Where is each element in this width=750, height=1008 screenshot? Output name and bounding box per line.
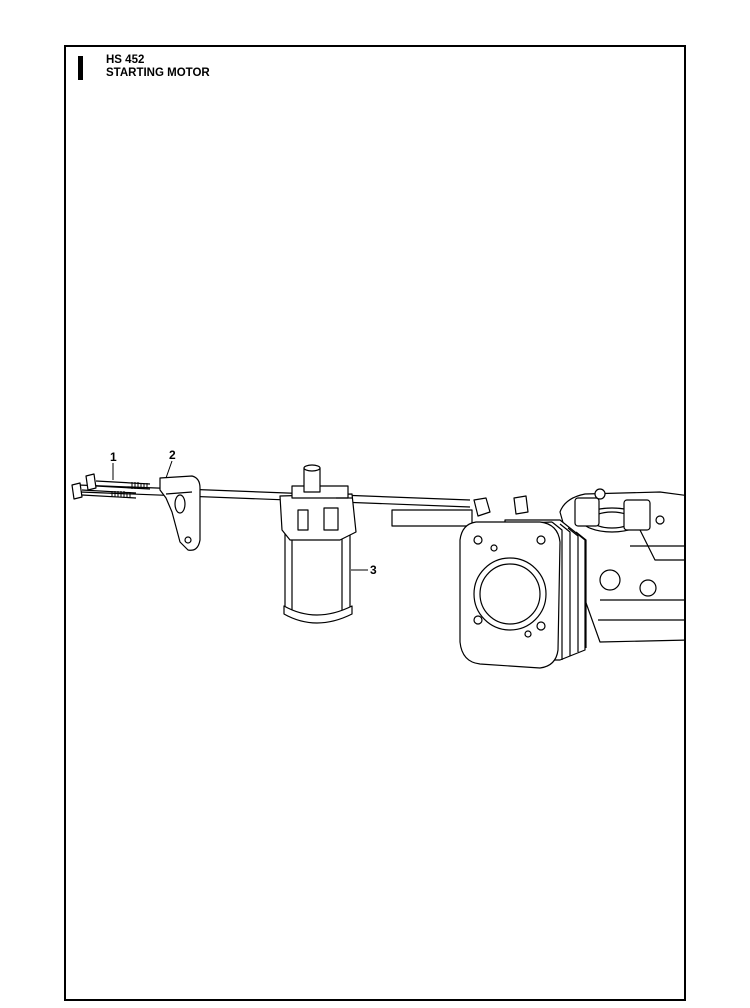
model-name: HS 452 xyxy=(106,54,145,66)
page-frame xyxy=(64,45,686,1001)
section-name: STARTING MOTOR xyxy=(106,67,210,79)
assembly-axis xyxy=(77,484,471,508)
leader-lines xyxy=(112,460,368,571)
bolt-part xyxy=(71,473,151,500)
bracket-part xyxy=(159,475,201,551)
starting-motor-part xyxy=(279,464,357,624)
callout-2: 2 xyxy=(169,448,176,462)
callout-3: 3 xyxy=(370,563,377,577)
page-title: HS 452 STARTING MOTOR xyxy=(106,54,210,80)
engine-block xyxy=(391,488,684,669)
callout-1: 1 xyxy=(110,450,117,464)
section-marker xyxy=(78,56,83,80)
